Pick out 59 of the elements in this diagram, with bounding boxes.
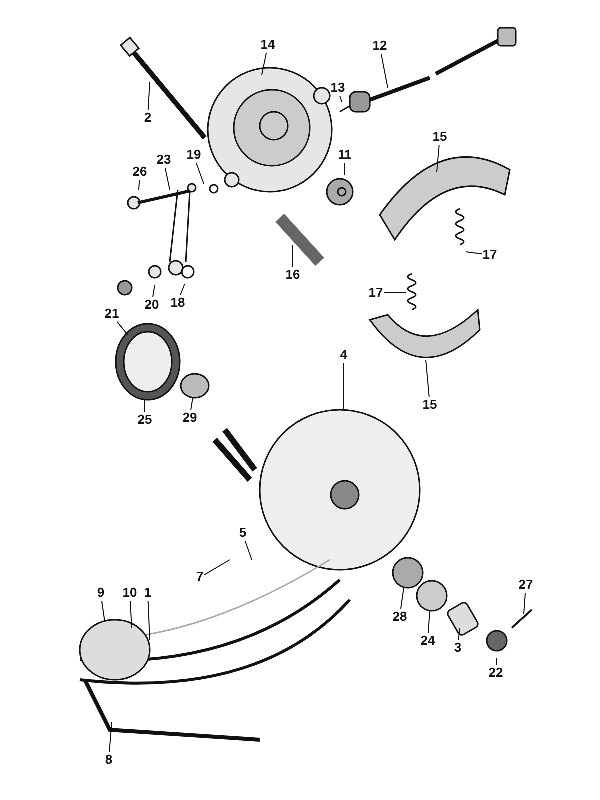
callout-number: 21 [104, 307, 120, 321]
callout-number: 2 [144, 111, 152, 125]
callout-number: 9 [97, 586, 105, 600]
leader-line [426, 360, 430, 398]
leader-line [180, 284, 186, 296]
callout-number: 4 [340, 348, 348, 362]
leader-line [428, 610, 430, 634]
leader-line [204, 560, 230, 576]
leader-line [244, 540, 252, 560]
callout-number: 23 [156, 153, 172, 167]
callout-number: 27 [518, 578, 534, 592]
callout-number: 13 [330, 81, 346, 95]
callout-number: 7 [196, 570, 204, 584]
leader-line [152, 284, 156, 298]
leader-line [144, 400, 146, 412]
leader-line [384, 292, 406, 294]
leader-line [400, 588, 404, 610]
callout-number: 29 [182, 411, 198, 425]
callout-number: 28 [392, 610, 408, 624]
callout-number: 11 [338, 148, 352, 162]
callout-number: 22 [488, 666, 504, 680]
callout-number: 5 [239, 526, 247, 540]
callout-number: 26 [132, 165, 148, 179]
leader-line [109, 722, 112, 752]
leader-line [116, 322, 128, 336]
callout-number: 18 [170, 296, 186, 310]
leader-line [524, 592, 526, 614]
leader-line [148, 82, 150, 110]
leader-line [164, 168, 170, 190]
leader-line [436, 144, 440, 172]
callout-number: 10 [122, 586, 138, 600]
callout-number: 1 [144, 586, 152, 600]
callout-number: 15 [422, 398, 438, 412]
leader-line [344, 162, 346, 176]
leader-line [130, 600, 132, 628]
leader-line [138, 180, 140, 190]
callout-number: 17 [368, 286, 384, 300]
callout-number: 24 [420, 634, 436, 648]
callout-number: 20 [144, 298, 160, 312]
leader-line [262, 52, 268, 76]
callout-number: 8 [105, 753, 113, 767]
leader-line [458, 628, 460, 640]
leader-line [292, 244, 294, 268]
callout-number: 16 [286, 268, 300, 282]
callout-number: 15 [432, 130, 448, 144]
leader-line [196, 162, 204, 184]
callout-number: 25 [138, 413, 152, 427]
callout-number: 3 [454, 641, 462, 655]
leader-line [190, 398, 194, 410]
leader-line [380, 54, 388, 88]
callout-number: 19 [186, 148, 202, 162]
leader-line [148, 600, 150, 640]
leader-line [101, 600, 106, 622]
callout-number: 12 [372, 39, 388, 53]
callout-number: 14 [260, 38, 276, 52]
leader-line [340, 96, 342, 102]
callout-number: 17 [482, 248, 498, 262]
leader-line [466, 252, 482, 255]
leader-line [496, 658, 498, 666]
